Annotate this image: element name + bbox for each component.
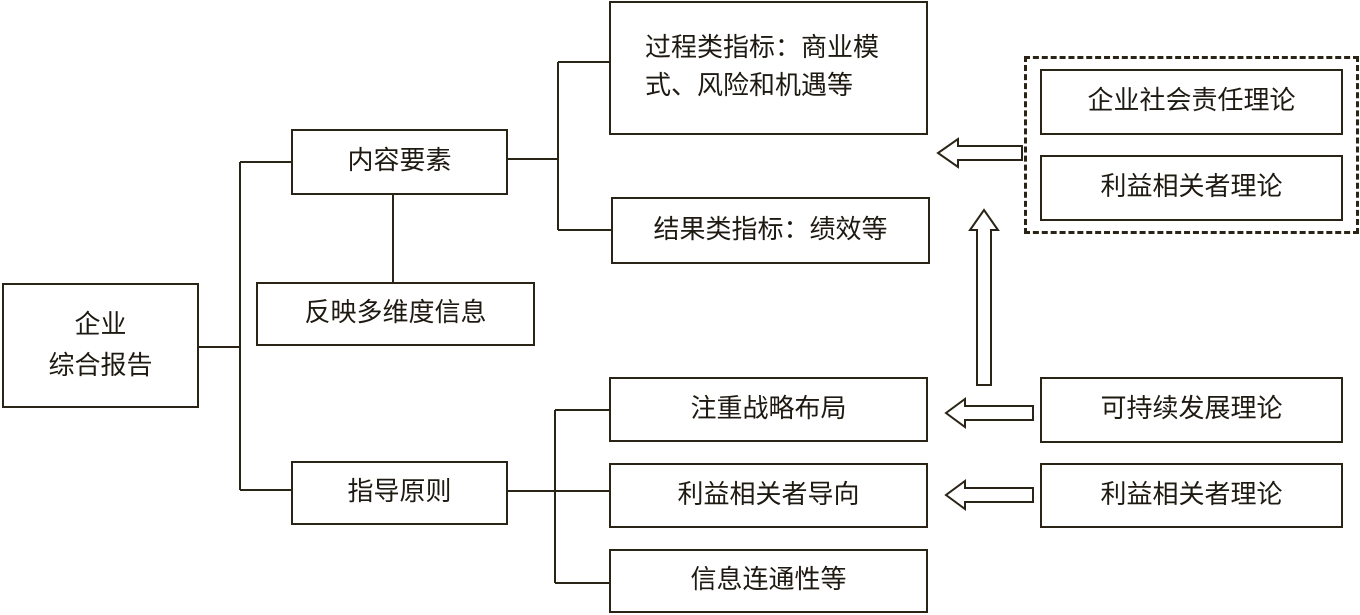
node-integrated-report: 企业 综合报告	[2, 283, 199, 408]
node-guiding-principles: 指导原则	[291, 461, 508, 525]
node-stakeholder-orientation: 利益相关者导向	[609, 463, 928, 528]
arrow-left-icon	[936, 137, 1023, 169]
theory-group-frame	[1024, 56, 1359, 234]
node-stakeholder-theory-bottom: 利益相关者理论	[1040, 463, 1343, 528]
node-strategic-focus: 注重战略布局	[609, 377, 928, 442]
node-multidimensional-info: 反映多维度信息	[256, 282, 535, 346]
node-content-elements: 内容要素	[291, 129, 508, 195]
arrow-up-icon	[968, 208, 1000, 386]
node-process-indicators: 过程类指标：商业模式、风险和机遇等	[609, 1, 928, 135]
arrow-left-icon	[944, 397, 1034, 429]
node-csr-theory: 企业社会责任理论	[1040, 69, 1343, 135]
arrow-left-icon	[944, 479, 1034, 511]
node-stakeholder-theory-top: 利益相关者理论	[1040, 155, 1343, 221]
node-result-indicators: 结果类指标：绩效等	[611, 197, 930, 264]
node-information-connectivity: 信息连通性等	[609, 549, 928, 613]
node-sustainable-development-theory: 可持续发展理论	[1040, 377, 1343, 443]
